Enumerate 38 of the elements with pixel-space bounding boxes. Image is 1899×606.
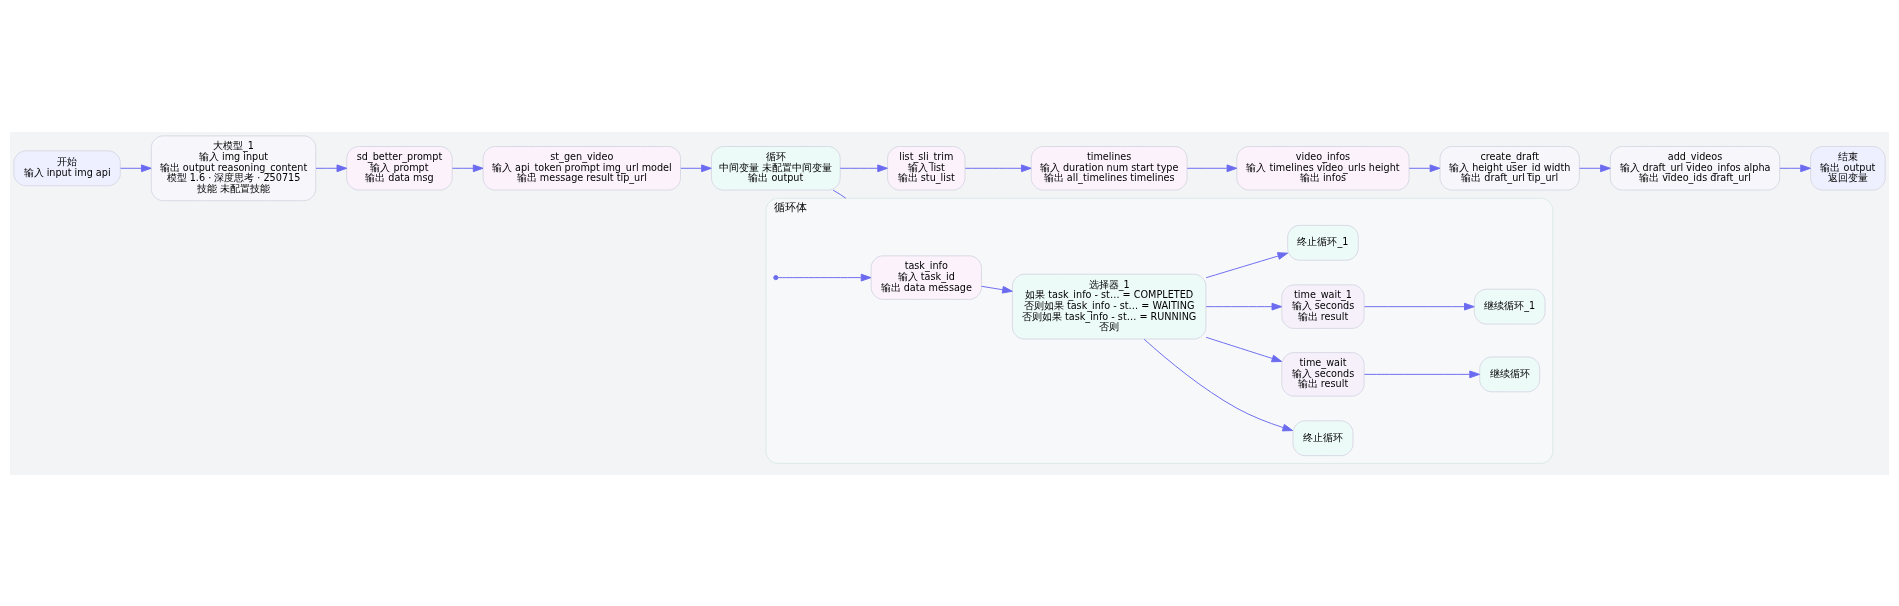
node-box: 继续循环 (1479, 355, 1541, 392)
node-box: create_draft 输入 height user_id width 输出 draft_url tip_url (1439, 145, 1580, 191)
arrow (1364, 370, 1480, 378)
node-box: st_gen_video 输入 api_token prompt img_url model 输出 message result tip_url (482, 145, 681, 191)
node-box: add_videos 输入 draft_url video_infos alpha 输出 video_ids draft_url (1609, 145, 1781, 191)
arrow (1408, 163, 1441, 172)
arrow (1186, 163, 1238, 172)
node-box: video_infos 输入 timelines video_urls height 输出 infos (1236, 145, 1410, 191)
node-box: 终止循环_1 (1287, 224, 1359, 261)
arrow (964, 163, 1032, 172)
arrow (1205, 251, 1289, 278)
node-box: task_info 输入 task_id 输出 data message (870, 254, 982, 300)
arrow (1579, 163, 1611, 172)
arrow (1205, 302, 1283, 310)
node-box: 大模型_1 输入 img input 输出 output reasoning_content 模型 1.6 · 深度思考 · 250715 技能 未配置技能 (150, 134, 317, 201)
connector (832, 189, 847, 199)
arrow (1205, 336, 1283, 362)
arrow (1143, 338, 1294, 431)
arrow (680, 163, 712, 172)
node-box: 继续循环_1 (1473, 288, 1546, 325)
node-box: timelines 输入 duration num start type 输出 all_timelines timelines (1030, 145, 1188, 191)
node-box: list_sli_trim 输入 list 输出 stu_list (887, 145, 966, 191)
node-box: 选择器_1 如果 task_info - st… = COMPLETED 否则如果 task_info - st… = WAITING 否则如果 task_info - st… = RUNNING 否则 (1011, 273, 1207, 340)
node-box: 开始 输入 input img api (13, 149, 121, 186)
arrow (315, 163, 348, 172)
node-box: 结束 输出 output 返回变量 (1810, 145, 1886, 191)
arrow (120, 163, 152, 172)
node-box: sd_better_prompt 输入 prompt 输出 data msg (346, 145, 453, 191)
arrow (451, 163, 484, 172)
node-box: time_wait 输入 seconds 输出 result (1281, 351, 1365, 397)
node-box: 终止循环 (1292, 419, 1354, 456)
node-box: 循环 中间变量 未配置中间变量 输出 output (711, 145, 841, 191)
arrow (777, 273, 872, 281)
arrow (839, 163, 888, 172)
node-box: time_wait_1 输入 seconds 输出 result (1281, 283, 1365, 329)
arrow (981, 285, 1013, 294)
arrow (1779, 163, 1811, 172)
arrow (1364, 302, 1475, 310)
